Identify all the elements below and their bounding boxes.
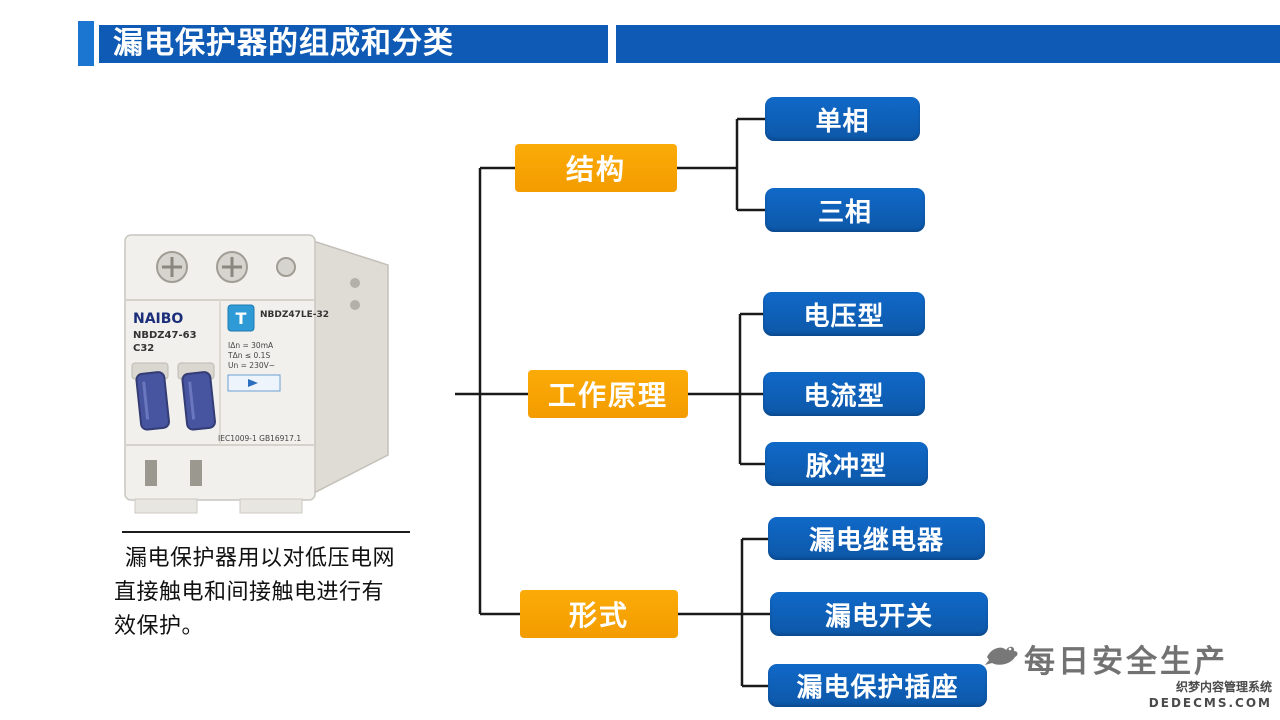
branch-working-principle: 工作原理 — [528, 370, 688, 418]
node-current-type: 电流型 — [763, 372, 925, 416]
branch-structure: 结构 — [515, 144, 677, 192]
model2-label: NBDZ47LE-32 — [260, 310, 329, 320]
cms-domain: DEDECMS.COM — [1148, 696, 1272, 711]
bottom-slot — [145, 460, 157, 486]
arrow-icon — [234, 379, 258, 387]
standard-label: IEC1009-1 GB16917.1 — [218, 434, 301, 443]
rating-label: C32 — [133, 343, 154, 354]
dove-icon — [985, 646, 1018, 665]
terminal-screw-icon — [216, 251, 248, 283]
breaker-illustration: NAIBO NBDZ47-63 C32 T NBDZ47LE-32 IΔn = … — [124, 234, 389, 514]
breaker-lever-icon — [181, 371, 216, 431]
caption-divider — [122, 531, 410, 533]
cms-name: 织梦内容管理系统 — [1175, 680, 1272, 694]
spec-line: IΔn = 30mA — [228, 341, 274, 350]
title-decorative-bar — [616, 25, 1280, 63]
test-button-label: T — [236, 309, 247, 328]
test-button — [227, 304, 255, 332]
mount-hole-icon — [350, 300, 360, 310]
breaker-photo: NAIBO NBDZ47-63 C32 T NBDZ47LE-32 IΔn = … — [100, 205, 430, 535]
caption-text: 漏电保护器用以对低压电网直接触电和间接触电进行有效保护。 — [114, 546, 396, 640]
mount-hole-icon — [350, 278, 360, 288]
terminal-screw-icon — [156, 251, 188, 283]
breaker-foot — [134, 498, 198, 514]
page-title: 漏电保护器的组成和分类 — [99, 25, 608, 63]
watermark-brand: 每日安全生产 — [1024, 644, 1228, 680]
breaker-lever-icon — [135, 371, 170, 431]
breaker-foot — [239, 498, 303, 514]
node-leakage-switch: 漏电开关 — [770, 592, 988, 636]
bottom-slot — [190, 460, 202, 486]
node-leakage-socket: 漏电保护插座 — [768, 664, 987, 707]
cms-credit: 织梦内容管理系统 DEDECMS.COM — [1149, 679, 1272, 711]
spec-line: TΔn ≤ 0.1S — [227, 351, 270, 360]
node-three-phase: 三相 — [765, 188, 925, 232]
node-pulse-type: 脉冲型 — [765, 442, 928, 486]
node-leakage-relay: 漏电继电器 — [768, 517, 985, 560]
node-voltage-type: 电压型 — [763, 292, 925, 336]
spec-line: Un = 230V~ — [228, 361, 275, 370]
model-label: NBDZ47-63 — [133, 330, 197, 341]
title-accent-bar — [78, 21, 94, 66]
branch-form: 形式 — [520, 590, 678, 638]
terminal-screw-icon — [276, 257, 296, 277]
node-single-phase: 单相 — [765, 97, 920, 141]
brand-label: NAIBO — [133, 311, 183, 327]
